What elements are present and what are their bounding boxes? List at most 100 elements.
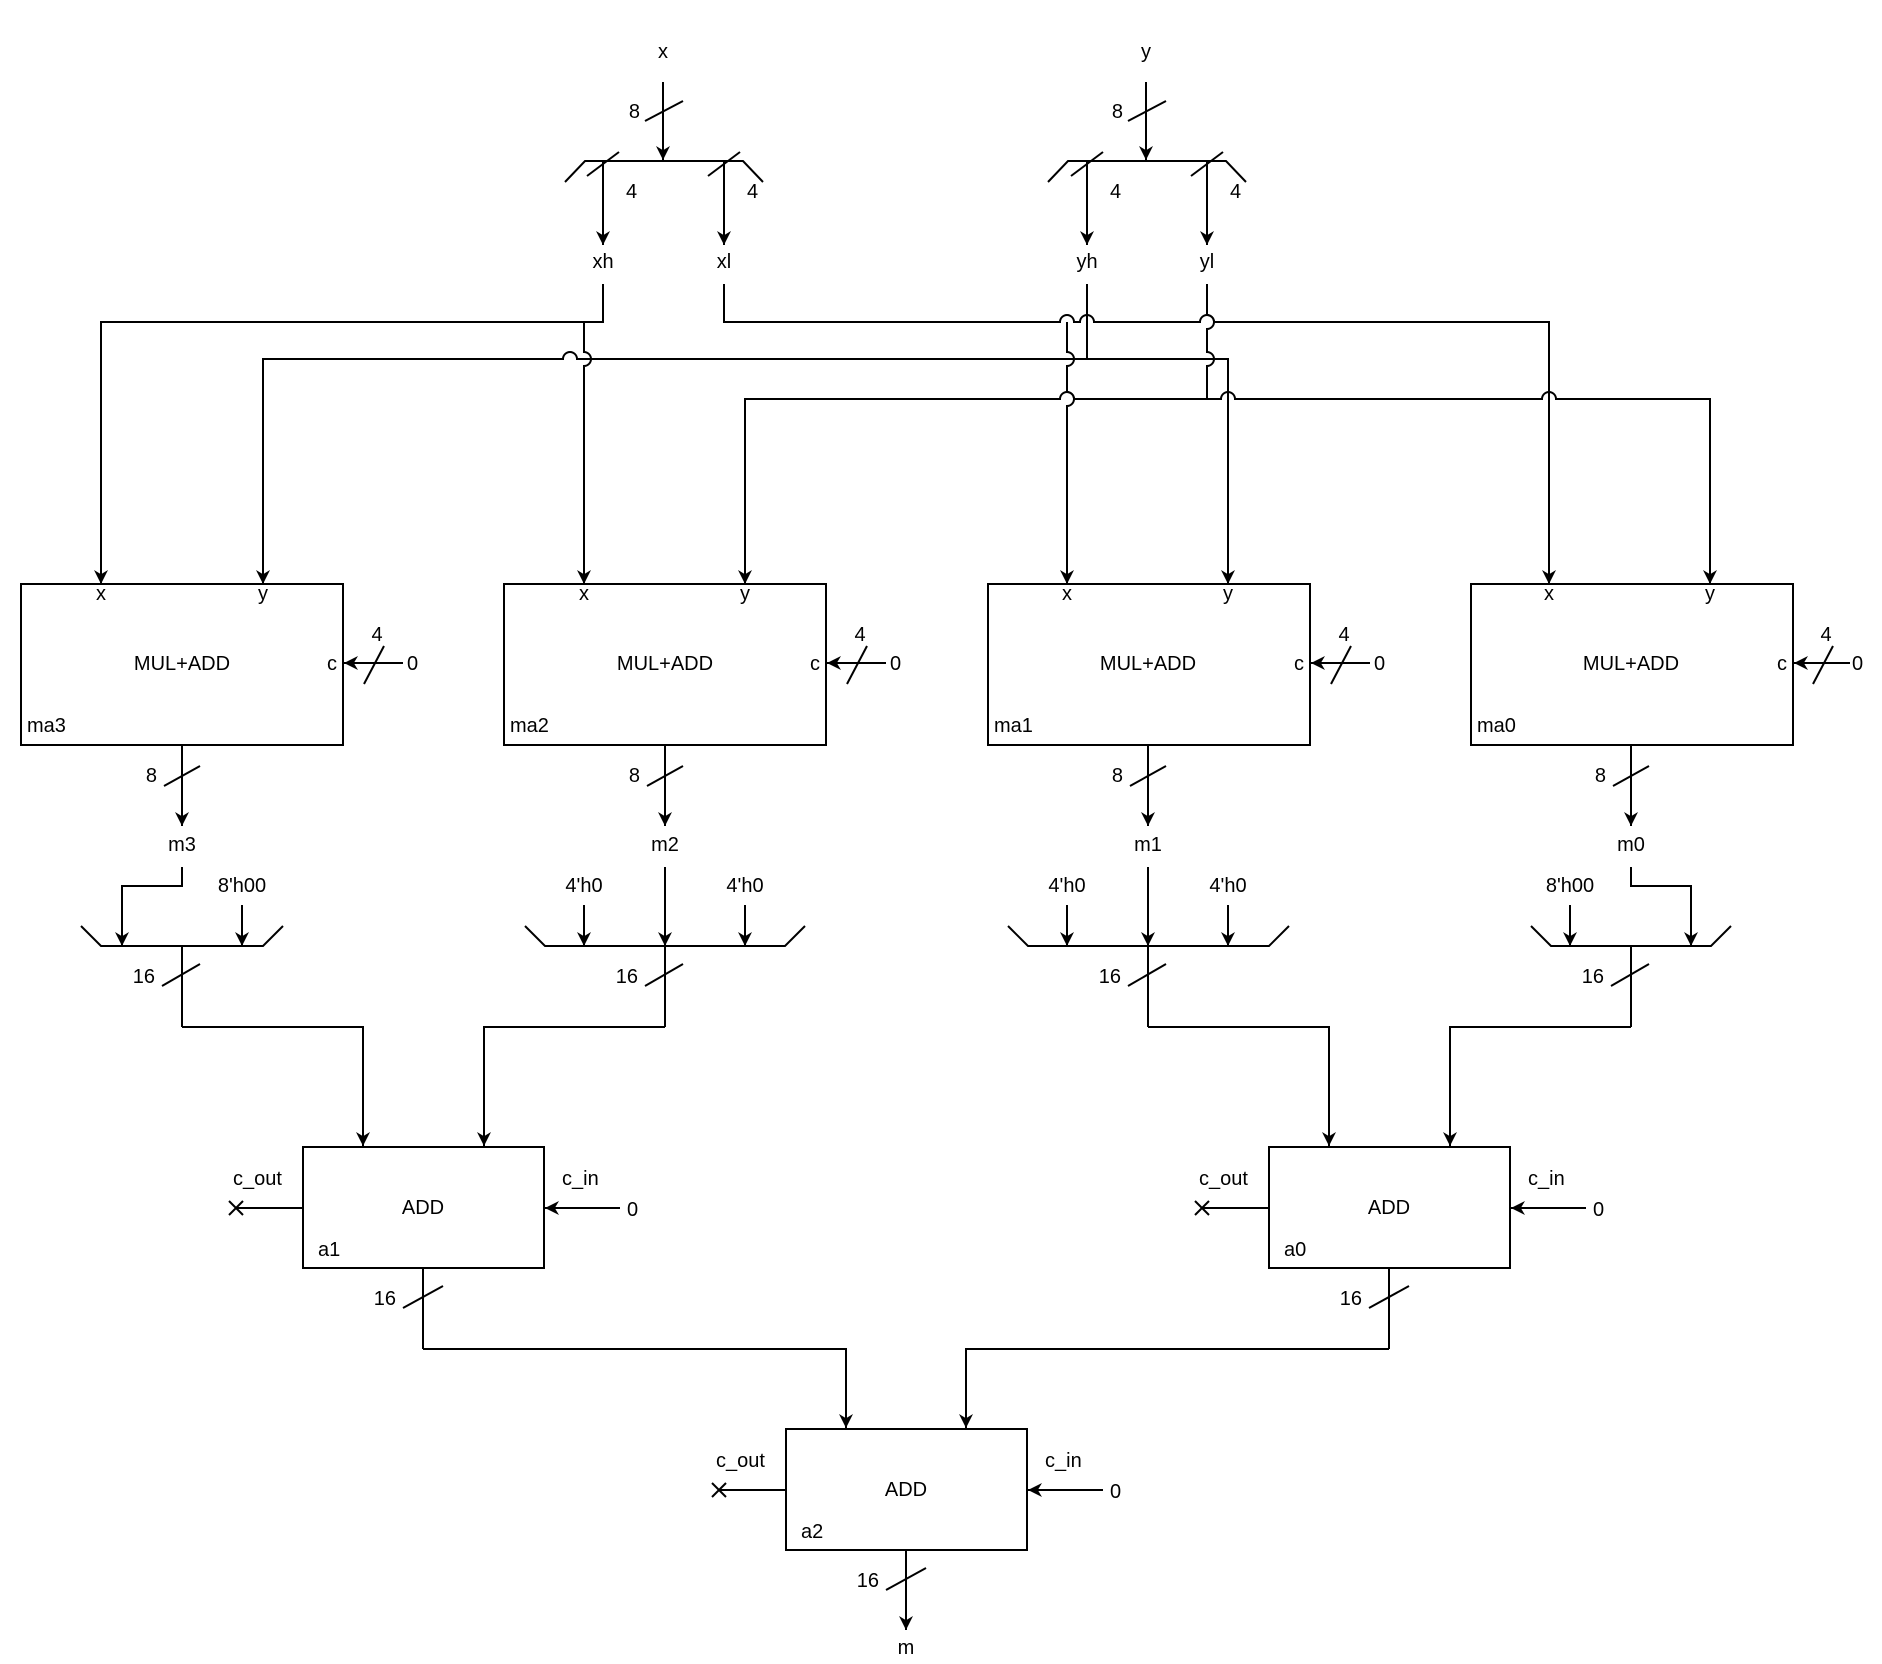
- port-label-c-in: c_in: [1045, 1450, 1082, 1472]
- bus-merger-3: 8'h00 16: [1530, 867, 1732, 1027]
- instance-name: ma3: [27, 715, 66, 737]
- bus-width-tick: [1127, 100, 1167, 122]
- bus-width-label: 4: [371, 624, 382, 646]
- signal-label: m0: [1617, 834, 1645, 856]
- adder-block-a2: ADD a2 c_out c_in 0 16 m: [711, 1428, 1121, 1659]
- wire-xh-to-ma2: [577, 322, 592, 584]
- unconnected-x-icon: [1194, 1200, 1210, 1216]
- bus-merger-2: 4'h0 4'h0 16: [1007, 867, 1290, 1027]
- const-label: 4'h0: [1048, 875, 1085, 897]
- bus-width-label: 4: [626, 181, 637, 203]
- instance-name: ma1: [994, 715, 1033, 737]
- wire-yl-to-ma2: [738, 391, 1207, 584]
- bus-width-label: 16: [133, 966, 155, 988]
- input-y-group: y 8 4 4 yh yl: [1047, 41, 1247, 273]
- wire-xl-to-ma0: [723, 284, 1556, 584]
- port-label-c-out: c_out: [716, 1450, 765, 1472]
- input-x-label: x: [658, 41, 668, 63]
- bus-width-label: 8: [1112, 101, 1123, 123]
- bus-width-label: 16: [616, 966, 638, 988]
- bus-width-tick: [1612, 765, 1650, 787]
- block-title: ADD: [1368, 1197, 1410, 1219]
- wire-merge1-to-a1: [477, 1026, 665, 1146]
- adder-block-a0: ADD a0 c_out c_in 0 16: [1194, 1146, 1604, 1349]
- instance-name: ma0: [1477, 715, 1516, 737]
- adder-block-a1: ADD a1 c_out c_in 0 16: [228, 1146, 638, 1349]
- const-label: 4'h0: [726, 875, 763, 897]
- bus-width-label: 8: [1595, 765, 1606, 787]
- instance-name: a2: [801, 1521, 823, 1543]
- bus-width-label: 16: [1582, 966, 1604, 988]
- output-label-m: m: [898, 1637, 915, 1659]
- bus-width-tick: [1129, 765, 1167, 787]
- port-label-c-in: c_in: [562, 1168, 599, 1190]
- instance-name: a0: [1284, 1239, 1306, 1261]
- bus-width-label: 4: [747, 181, 758, 203]
- port-label-c-out: c_out: [233, 1168, 282, 1190]
- port-label-c: c: [1294, 653, 1304, 675]
- const-value: 0: [407, 653, 418, 675]
- port-label-y: y: [258, 583, 268, 605]
- wire-yh-to-ma3: [256, 351, 1087, 584]
- port-label-c: c: [1777, 653, 1787, 675]
- wire-a1-to-a2: [423, 1348, 853, 1428]
- bus-width-tick: [644, 963, 684, 987]
- bus-width-tick: [1330, 645, 1352, 685]
- merger-bar: [80, 925, 284, 947]
- adder-input-wires: [182, 1026, 1631, 1146]
- bus-width-tick: [161, 963, 201, 987]
- port-label-x: x: [96, 583, 106, 605]
- bus-width-tick: [1190, 151, 1224, 177]
- wire-a0-to-a2: [959, 1348, 1389, 1428]
- bus-width-tick: [707, 151, 741, 177]
- port-label-c-in: c_in: [1528, 1168, 1565, 1190]
- bus-width-tick: [163, 765, 201, 787]
- bus-width-tick: [885, 1567, 927, 1591]
- mul-add-block-ma2: x y MUL+ADD c ma2 4 0 8 m2: [503, 583, 901, 856]
- signal-label: m3: [168, 834, 196, 856]
- block-body: [1268, 1146, 1511, 1269]
- port-label-x: x: [1062, 583, 1072, 605]
- merge-wire-m0: [1630, 867, 1698, 946]
- bus-width-label: 8: [629, 765, 640, 787]
- wire-merge0-to-a1: [182, 1026, 370, 1146]
- instance-name: a1: [318, 1239, 340, 1261]
- block-title: MUL+ADD: [134, 653, 230, 675]
- mul-add-block-ma1: x y MUL+ADD c ma1 4 0 8 m1: [987, 583, 1385, 856]
- const-value: 0: [890, 653, 901, 675]
- signal-label: m1: [1134, 834, 1162, 856]
- bus-width-label: 16: [374, 1288, 396, 1310]
- port-label-x: x: [579, 583, 589, 605]
- block-body: [987, 583, 1311, 746]
- bus-width-tick: [1812, 645, 1834, 685]
- const-value: 0: [1852, 653, 1863, 675]
- const-label: 8'h00: [218, 875, 266, 897]
- bus-width-label: 8: [146, 765, 157, 787]
- block-body: [503, 583, 827, 746]
- block-body: [785, 1428, 1028, 1551]
- wire-merge2-to-a0: [1148, 1026, 1336, 1146]
- block-title: ADD: [402, 1197, 444, 1219]
- bus-width-label: 4: [1820, 624, 1831, 646]
- unconnected-x-icon: [711, 1482, 727, 1498]
- bus-width-label: 4: [1338, 624, 1349, 646]
- port-label-y: y: [1705, 583, 1715, 605]
- port-label-c: c: [327, 653, 337, 675]
- bus-width-tick: [586, 151, 620, 177]
- signal-label-xh: xh: [592, 251, 613, 273]
- bus-width-label: 4: [1230, 181, 1241, 203]
- final-adder-input-wires: [423, 1348, 1389, 1428]
- splitter-x: [564, 160, 764, 183]
- const-value: 0: [627, 1199, 638, 1221]
- bus-merger-1: 4'h0 4'h0 16: [524, 867, 806, 1027]
- bus-width-label: 16: [1340, 1288, 1362, 1310]
- bus-width-tick: [402, 1285, 444, 1309]
- unconnected-x-icon: [228, 1200, 244, 1216]
- bus-width-tick: [1368, 1285, 1410, 1309]
- signal-label-yh: yh: [1076, 251, 1097, 273]
- const-label: 4'h0: [1209, 875, 1246, 897]
- wire-yh-to-ma1: [1086, 284, 1235, 584]
- mul-add-block-ma3: x y MUL+ADD c ma3 4 0 8 m3: [20, 583, 418, 856]
- port-label-c: c: [810, 653, 820, 675]
